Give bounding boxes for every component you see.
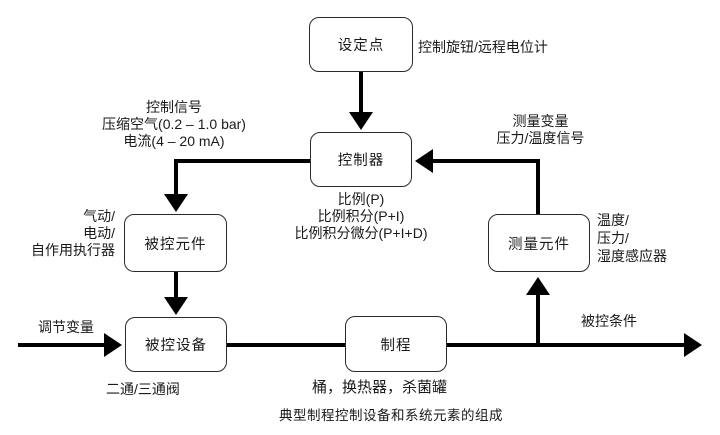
arrowhead-output xyxy=(684,333,702,357)
arrowhead-into-device-top xyxy=(164,297,188,315)
label-valve-note: 二通/三通阀 xyxy=(106,381,180,397)
line-controller-to-element xyxy=(174,159,310,196)
label-controlled-condition: 被控条件 xyxy=(581,313,637,329)
node-control-element: 被控元件 xyxy=(124,214,227,272)
label-control-signal: 控制信号 压缩空气(0.2 – 1.0 bar) 电流(4 – 20 mA) xyxy=(88,99,260,150)
label-controller-modes-line2: 比例积分(P+I) xyxy=(317,208,405,224)
label-actuator-types-line2: 电动/ xyxy=(83,225,115,241)
label-measured-variable: 测量变量 压力/温度信号 xyxy=(478,113,603,147)
label-control-signal-line2: 压缩空气(0.2 – 1.0 bar) xyxy=(102,116,246,132)
label-sensor-types: 温度/ 压力/ 湿度感应器 xyxy=(597,211,697,265)
label-actuator-types-line1: 气动/ xyxy=(83,208,115,224)
label-controller-modes-line3: 比例积分微分(P+I+D) xyxy=(294,225,428,241)
arrowhead-into-controller-top xyxy=(349,112,373,130)
arrowhead-into-device-left xyxy=(104,333,122,357)
arrowhead-into-element xyxy=(164,194,188,212)
label-setpoint-note: 控制旋钮/远程电位计 xyxy=(418,39,548,55)
arrowhead-into-controller-right xyxy=(415,149,433,173)
label-sensor-types-line3: 湿度感应器 xyxy=(597,248,667,264)
label-controller-modes: 比例(P) 比例积分(P+I) 比例积分微分(P+I+D) xyxy=(271,191,451,242)
label-actuator-types-line3: 自作用执行器 xyxy=(31,242,115,258)
label-manipulated-variable: 调节变量 xyxy=(38,319,94,335)
node-setpoint: 设定点 xyxy=(309,17,413,72)
diagram-caption: 典型制程控制设备和系统元素的组成 xyxy=(279,408,503,423)
node-controller: 控制器 xyxy=(310,132,412,187)
node-measuring-element: 测量元件 xyxy=(488,214,590,272)
label-actuator-types: 气动/ 电动/ 自作用执行器 xyxy=(20,208,115,259)
label-measured-variable-line2: 压力/温度信号 xyxy=(496,130,585,146)
label-control-signal-line1: 控制信号 xyxy=(146,99,202,115)
line-measure-to-controller xyxy=(433,159,540,214)
node-process: 制程 xyxy=(345,316,447,372)
label-sensor-types-line2: 压力/ xyxy=(597,230,629,246)
label-measured-variable-line1: 测量变量 xyxy=(512,113,569,129)
label-control-signal-line3: 电流(4 – 20 mA) xyxy=(123,133,225,149)
label-process-examples: 桶，换热器，杀菌罐 xyxy=(312,379,448,396)
label-controller-modes-line1: 比例(P) xyxy=(337,191,385,207)
arrowhead-into-measure xyxy=(526,277,550,295)
label-sensor-types-line1: 温度/ xyxy=(597,212,629,228)
node-controlled-device: 被控设备 xyxy=(125,317,227,372)
